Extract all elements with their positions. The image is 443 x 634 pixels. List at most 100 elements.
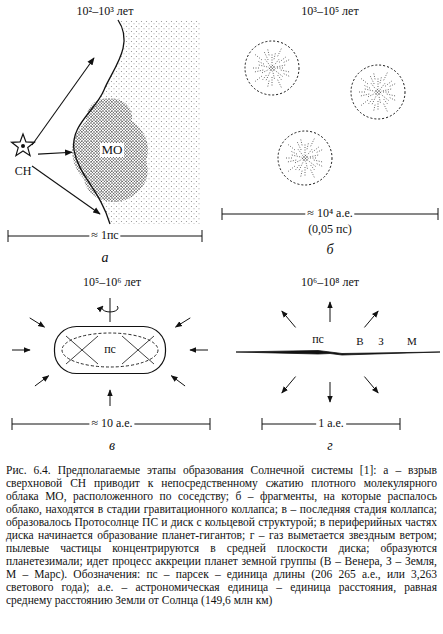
stroke-line xyxy=(363,89,373,91)
circle-shape xyxy=(351,65,405,119)
stroke-line xyxy=(381,83,385,88)
stroke-line xyxy=(296,165,300,170)
stroke-line xyxy=(210,418,211,430)
stroke-line xyxy=(287,166,295,172)
time-label: 10⁵–10⁶ лет xyxy=(81,276,143,289)
stroke-line xyxy=(284,60,289,63)
circle-shape xyxy=(302,155,309,162)
path-shape xyxy=(72,98,148,202)
stroke-line xyxy=(379,97,380,103)
stroke-line xyxy=(258,61,263,64)
stroke-line xyxy=(253,70,263,72)
stroke-line xyxy=(12,350,30,351)
stroke-line xyxy=(276,71,284,77)
stroke-line xyxy=(272,53,273,63)
planet-label: З xyxy=(376,335,386,347)
ellipse-shape xyxy=(62,333,158,367)
stroke-line xyxy=(8,230,9,242)
time-label: 10⁶–10⁸ лет xyxy=(299,276,361,289)
protosun-disk: пс xyxy=(54,326,166,374)
molecular-cloud: МО xyxy=(72,95,152,205)
dimension-label: ≈ 10 а.е. xyxy=(89,417,134,430)
stroke-line xyxy=(370,75,374,84)
stroke-line xyxy=(190,350,208,351)
planet-label: М xyxy=(405,335,419,347)
stroke-line xyxy=(360,100,368,106)
stroke-line xyxy=(383,89,393,91)
stroke-line xyxy=(369,99,373,104)
stroke-line xyxy=(301,171,302,177)
stroke-line xyxy=(301,139,302,145)
stroke-line xyxy=(312,146,320,152)
panel-letter: б xyxy=(324,242,335,257)
stroke-line xyxy=(364,311,378,327)
stroke-line xyxy=(360,78,368,84)
stroke-line xyxy=(374,73,375,79)
stroke-line xyxy=(275,59,279,64)
stroke-line xyxy=(287,144,295,150)
stroke-line xyxy=(317,164,322,167)
shock-arrow xyxy=(38,152,72,154)
stroke-line xyxy=(176,318,191,327)
stroke-line xyxy=(122,336,154,364)
stroke-line xyxy=(264,51,268,60)
stroke-line xyxy=(364,85,369,88)
stroke-line xyxy=(282,377,296,393)
stroke-line xyxy=(359,92,365,93)
stroke-line xyxy=(371,83,375,88)
stroke-line xyxy=(268,81,269,87)
stroke-line xyxy=(368,94,373,97)
circle-shape xyxy=(245,41,299,95)
stroke-line xyxy=(306,163,307,169)
figure-caption: Рис. 6.4. Предполагаемые этапы образован… xyxy=(6,464,437,607)
stroke-line xyxy=(330,302,331,322)
stroke-line xyxy=(272,77,273,87)
stroke-line xyxy=(383,92,389,93)
stroke-line xyxy=(378,101,379,111)
stroke-line xyxy=(308,149,312,154)
stroke-line xyxy=(311,137,315,146)
dimension-line xyxy=(262,418,400,430)
stroke-line xyxy=(110,390,111,406)
circle-shape xyxy=(269,65,276,72)
stroke-line xyxy=(307,143,308,149)
stroke-line xyxy=(110,298,111,322)
stroke-line xyxy=(262,70,267,73)
wind-arrows xyxy=(282,302,378,402)
stroke-line xyxy=(122,336,154,364)
stroke-line xyxy=(384,99,388,104)
stroke-line xyxy=(286,158,292,159)
stroke-line xyxy=(254,76,262,82)
dimension-label: 1 а.е. xyxy=(316,417,346,430)
stroke-line xyxy=(400,418,401,430)
dimension-label: (0,05 пс) xyxy=(306,223,354,236)
dimension-label: ≈ 10⁴ а.е. xyxy=(305,207,354,220)
supernova-star: СН xyxy=(8,132,38,178)
protosun-label: пс xyxy=(310,333,326,346)
stroke-line xyxy=(253,68,259,69)
stroke-line xyxy=(279,56,287,62)
stroke-line xyxy=(298,149,302,154)
stroke-line xyxy=(66,336,98,364)
stroke-line xyxy=(278,80,282,89)
stroke-line xyxy=(278,75,282,80)
stroke-line xyxy=(390,98,395,101)
panel-letter: в xyxy=(107,438,117,453)
stroke-line xyxy=(66,336,98,364)
stroke-line xyxy=(30,318,45,327)
path-shape xyxy=(102,306,118,312)
stroke-line xyxy=(364,377,378,393)
stroke-line xyxy=(305,167,306,177)
stroke-line xyxy=(387,94,397,96)
stroke-line xyxy=(12,418,13,430)
stroke-line xyxy=(310,155,320,157)
stroke-line xyxy=(374,105,375,111)
path-shape xyxy=(12,134,35,156)
stroke-line xyxy=(257,65,267,67)
stroke-line xyxy=(284,74,289,77)
stroke-line xyxy=(297,141,301,150)
node-label: пс xyxy=(102,343,118,356)
stroke-line xyxy=(371,97,375,106)
stroke-line xyxy=(286,160,296,162)
